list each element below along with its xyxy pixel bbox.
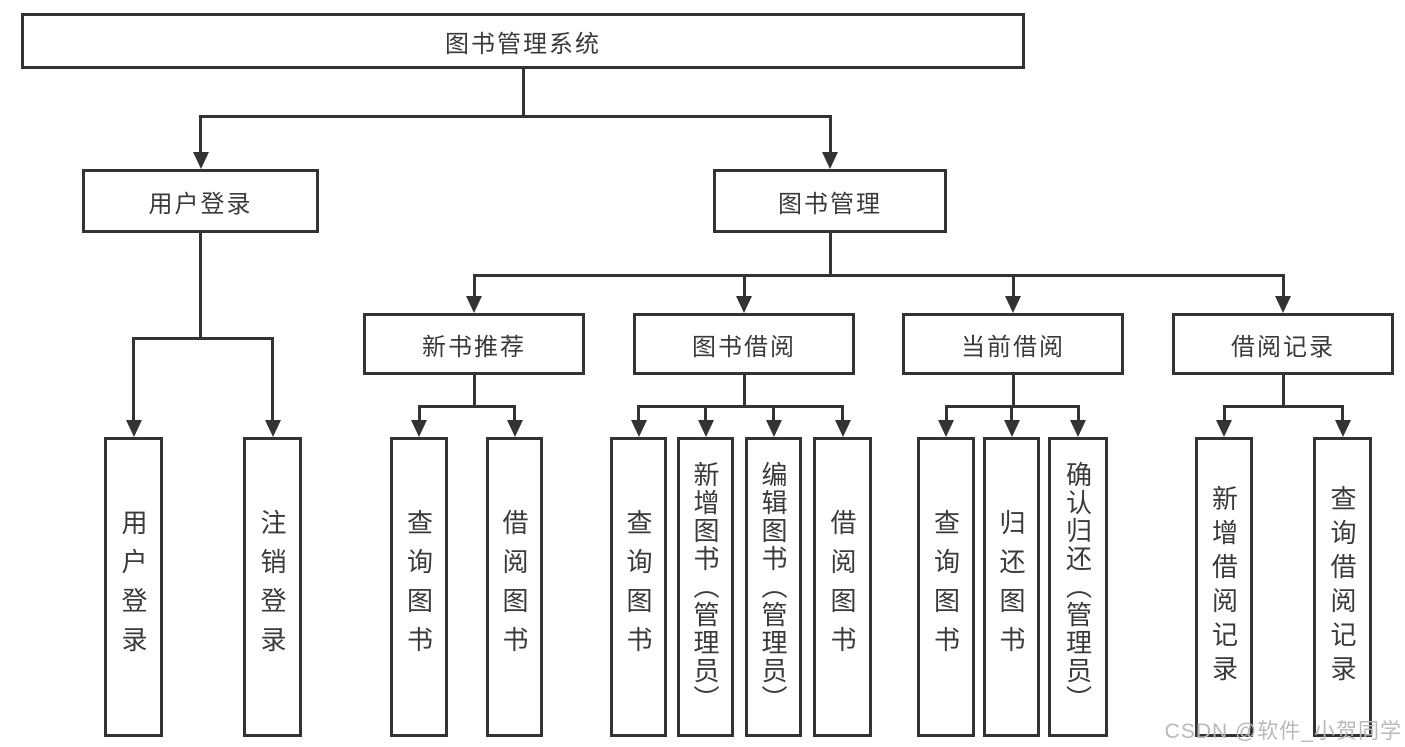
user-login-label: 用户登录 bbox=[148, 190, 253, 218]
query-books-current-arrow-stem bbox=[944, 405, 948, 421]
return-books-label: 归还图书 bbox=[996, 509, 1026, 665]
confirm-return-admin-node: 确认归还（管理员） bbox=[1048, 437, 1108, 737]
borrowing-records-node: 借阅记录 bbox=[1172, 313, 1394, 375]
root-branch-line bbox=[199, 115, 832, 118]
query-books-new-arrow-stem bbox=[417, 405, 421, 421]
borrow-books-borrow-label: 借阅图书 bbox=[827, 509, 857, 665]
add-borrow-record-arrow-head bbox=[1216, 420, 1232, 437]
borrowing-records-label: 借阅记录 bbox=[1231, 333, 1335, 361]
book-management-branch-line bbox=[472, 274, 1285, 277]
query-books-current-label: 查询图书 bbox=[930, 509, 961, 665]
book-management-arrow-stem bbox=[828, 115, 832, 153]
edit-books-admin-label: 编辑图书（管理员） bbox=[758, 461, 788, 713]
book-management-node: 图书管理 bbox=[713, 169, 947, 233]
borrowing-records-arrow-head bbox=[1275, 296, 1291, 313]
new-book-recommend-arrow-stem bbox=[472, 274, 476, 297]
new-book-recommend-label: 新书推荐 bbox=[422, 333, 526, 361]
user-login-branch-line bbox=[132, 337, 274, 340]
return-books-arrow-stem bbox=[1010, 405, 1013, 421]
query-borrow-record-label: 查询借阅记录 bbox=[1327, 485, 1357, 689]
current-borrowing-node: 当前借阅 bbox=[902, 313, 1124, 375]
user-login-node: 用户登录 bbox=[82, 169, 319, 233]
query-borrow-record-arrow-stem bbox=[1341, 405, 1344, 421]
user-login-arrow-stem bbox=[199, 115, 202, 153]
query-books-new-node: 查询图书 bbox=[390, 437, 448, 737]
borrow-books-new-arrow-stem bbox=[513, 405, 516, 421]
borrowing-records-stub bbox=[1281, 375, 1285, 408]
confirm-return-admin-arrow-stem bbox=[1076, 405, 1080, 421]
borrow-books-borrow-arrow-head bbox=[834, 420, 851, 437]
book-management-arrow-head bbox=[822, 152, 838, 169]
query-books-borrow-node: 查询图书 bbox=[610, 437, 667, 737]
current-borrowing-arrow-head bbox=[1005, 296, 1021, 313]
add-books-admin-arrow-head bbox=[697, 420, 714, 437]
user-login-leaf-node: 用户登录 bbox=[104, 437, 163, 737]
add-books-admin-node: 新增图书（管理员） bbox=[677, 437, 734, 737]
query-books-borrow-arrow-head bbox=[630, 420, 647, 437]
book-borrowing-arrow-head bbox=[736, 296, 752, 313]
current-borrowing-stub bbox=[1011, 375, 1015, 408]
edit-books-admin-arrow-head bbox=[765, 420, 782, 437]
borrow-books-new-node: 借阅图书 bbox=[486, 437, 543, 737]
confirm-return-admin-label: 确认归还（管理员） bbox=[1062, 461, 1093, 713]
logout-leaf-arrow-stem bbox=[271, 337, 274, 421]
new-book-recommend-stub bbox=[472, 375, 476, 408]
logout-leaf-node: 注销登录 bbox=[243, 437, 302, 737]
book-management-stub bbox=[828, 233, 832, 277]
borrowing-records-branch-line bbox=[1222, 405, 1344, 408]
user-login-arrow-head bbox=[192, 152, 209, 169]
borrowing-records-arrow-stem bbox=[1281, 274, 1285, 297]
edit-books-admin-node: 编辑图书（管理员） bbox=[745, 437, 802, 737]
book-borrowing-arrow-stem bbox=[742, 274, 746, 297]
add-borrow-record-label: 新增借阅记录 bbox=[1208, 485, 1239, 689]
book-management-label: 图书管理 bbox=[778, 190, 882, 218]
borrow-books-new-label: 借阅图书 bbox=[499, 509, 529, 665]
logout-leaf-label: 注销登录 bbox=[257, 509, 287, 665]
root-label: 图书管理系统 bbox=[445, 30, 601, 58]
watermark: CSDN @软件_小贺同学 bbox=[1164, 720, 1402, 743]
query-books-borrow-label: 查询图书 bbox=[623, 509, 653, 665]
new-book-recommend-node: 新书推荐 bbox=[363, 313, 585, 375]
root-stub bbox=[521, 69, 525, 118]
query-borrow-record-arrow-head bbox=[1334, 420, 1351, 437]
user-login-stub bbox=[199, 233, 202, 340]
query-borrow-record-node: 查询借阅记录 bbox=[1313, 437, 1372, 737]
new-book-recommend-branch-line bbox=[417, 405, 516, 408]
book-borrowing-stub bbox=[742, 375, 746, 408]
add-books-admin-label: 新增图书（管理员） bbox=[690, 461, 720, 713]
borrow-books-borrow-node: 借阅图书 bbox=[813, 437, 872, 737]
book-borrowing-label: 图书借阅 bbox=[692, 333, 796, 361]
confirm-return-admin-arrow-head bbox=[1070, 420, 1086, 437]
query-books-borrow-arrow-stem bbox=[637, 405, 640, 421]
query-books-current-arrow-head bbox=[938, 420, 954, 437]
current-borrowing-arrow-stem bbox=[1011, 274, 1015, 297]
query-books-new-arrow-head bbox=[411, 420, 427, 437]
edit-books-admin-arrow-stem bbox=[772, 405, 775, 421]
query-books-new-label: 查询图书 bbox=[403, 509, 434, 665]
add-borrow-record-arrow-stem bbox=[1222, 405, 1226, 421]
root-node: 图书管理系统 bbox=[21, 13, 1025, 69]
add-borrow-record-node: 新增借阅记录 bbox=[1195, 437, 1253, 737]
user-login-leaf-label: 用户登录 bbox=[118, 509, 148, 665]
add-books-admin-arrow-stem bbox=[704, 405, 707, 421]
return-books-arrow-head bbox=[1003, 420, 1020, 437]
borrow-books-new-arrow-head bbox=[506, 420, 523, 437]
query-books-current-node: 查询图书 bbox=[917, 437, 975, 737]
book-borrowing-node: 图书借阅 bbox=[633, 313, 855, 375]
borrow-books-borrow-arrow-stem bbox=[841, 405, 844, 421]
current-borrowing-label: 当前借阅 bbox=[961, 333, 1065, 361]
return-books-node: 归还图书 bbox=[983, 437, 1040, 737]
book-borrowing-branch-line bbox=[637, 405, 844, 408]
logout-leaf-arrow-head bbox=[264, 420, 281, 437]
user-login-leaf-arrow-stem bbox=[132, 337, 135, 421]
user-login-leaf-arrow-head bbox=[125, 420, 142, 437]
new-book-recommend-arrow-head bbox=[466, 296, 482, 313]
